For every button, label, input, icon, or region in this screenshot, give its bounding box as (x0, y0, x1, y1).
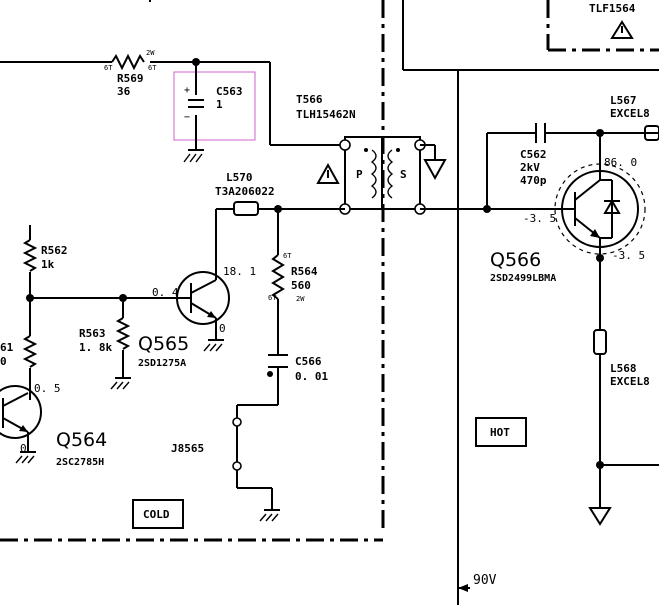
l570-ref: L570 (226, 171, 253, 184)
highlight-box (173, 71, 256, 141)
r564-watt: 2W (296, 295, 305, 303)
j8565-ref: J8565 (171, 442, 204, 455)
cold-label: COLD (143, 508, 170, 521)
voltage-neg35-emitter: -3. 5 (612, 249, 645, 262)
q566-transistor (487, 133, 646, 330)
voltage-0-q565: 0 (219, 322, 226, 335)
q564-ref: Q564 (56, 429, 107, 451)
r564-t2: 6T (268, 294, 277, 302)
r569-pin3: 6T (148, 64, 157, 72)
t566-ref: T566 (296, 93, 323, 106)
c563-minus: − (184, 112, 190, 123)
r563-value: 1. 8k (79, 341, 112, 354)
90v-line (458, 584, 470, 592)
c562-capacitor (483, 123, 659, 213)
c566-ref: C566 (295, 355, 322, 368)
r563-ref: R563 (79, 327, 106, 340)
tlf-ref: TLF1564 (589, 2, 636, 15)
r569-value: 36 (117, 85, 131, 98)
l568-part: EXCEL8 (610, 375, 650, 388)
top-wiring (0, 0, 345, 163)
voltage-90v: 90V (473, 573, 497, 588)
r562-value: 1k (41, 258, 55, 271)
r562-ref: R562 (41, 244, 68, 257)
c562-ref: C562 (520, 148, 547, 161)
t566-part: TLH15462N (296, 108, 356, 121)
r562-resistor (22, 225, 38, 400)
r569-ref: R569 (117, 72, 144, 85)
c563-capacitor-symbol (188, 99, 204, 108)
l568-ref: L568 (610, 362, 637, 375)
text-labels: TLF1564 6T 2W 6T R569 36 + − C563 1 T566… (0, 2, 650, 588)
l567-ref: L567 (610, 94, 637, 107)
cold-box (132, 499, 184, 529)
r563-resistor (110, 298, 131, 390)
r564-t1: 6T (283, 252, 292, 260)
c562-value: 470p (520, 174, 547, 187)
q564-part: 2SC2785H (56, 457, 104, 468)
q566-part: 2SD2499LBMA (490, 273, 556, 284)
cold-hot-boundary (0, 0, 659, 542)
r564-ref: R564 (291, 265, 318, 278)
hot-box (475, 417, 527, 447)
voltage-181: 18. 1 (223, 265, 256, 278)
c566-value: 0. 01 (295, 370, 328, 383)
l568-inductor (588, 329, 659, 526)
t566-s: S (400, 168, 407, 181)
q566-ref: Q566 (490, 249, 541, 271)
l567-part: EXCEL8 (610, 107, 650, 120)
transformer-t566 (339, 136, 487, 215)
q565-transistor (26, 271, 230, 352)
c563-value: 1 (216, 98, 223, 111)
r569-pin1: 6T (104, 64, 113, 72)
warning-triangle-icon (610, 20, 634, 39)
voltage-05: 0. 5 (34, 382, 61, 395)
c562-voltage: 2kV (520, 161, 540, 174)
hot-panel-frame (402, 0, 659, 605)
l570-part: T3A206022 (215, 185, 275, 198)
q565-ref: Q565 (138, 333, 189, 355)
voltage-04: 0. 4 (152, 286, 179, 299)
warning-triangle-icon (316, 162, 340, 184)
r564-c566-branch (232, 209, 288, 522)
t566-p: P (356, 168, 363, 181)
voltage-0-q564: 0 (20, 442, 27, 455)
q565-part: 2SD1275A (138, 358, 186, 369)
r564-value: 560 (291, 279, 311, 292)
r561-ref: 61 (0, 341, 14, 354)
voltage-neg35-base: -3. 5 (523, 212, 556, 225)
q564-transistor (0, 385, 42, 464)
c563-ref: C563 (216, 85, 243, 98)
c563-plus: + (184, 85, 190, 96)
voltage-86: 86. 0 (604, 156, 637, 169)
r569-pin2: 2W (146, 49, 155, 57)
hot-label: HOT (490, 426, 510, 439)
r561-value: 0 (0, 355, 7, 368)
